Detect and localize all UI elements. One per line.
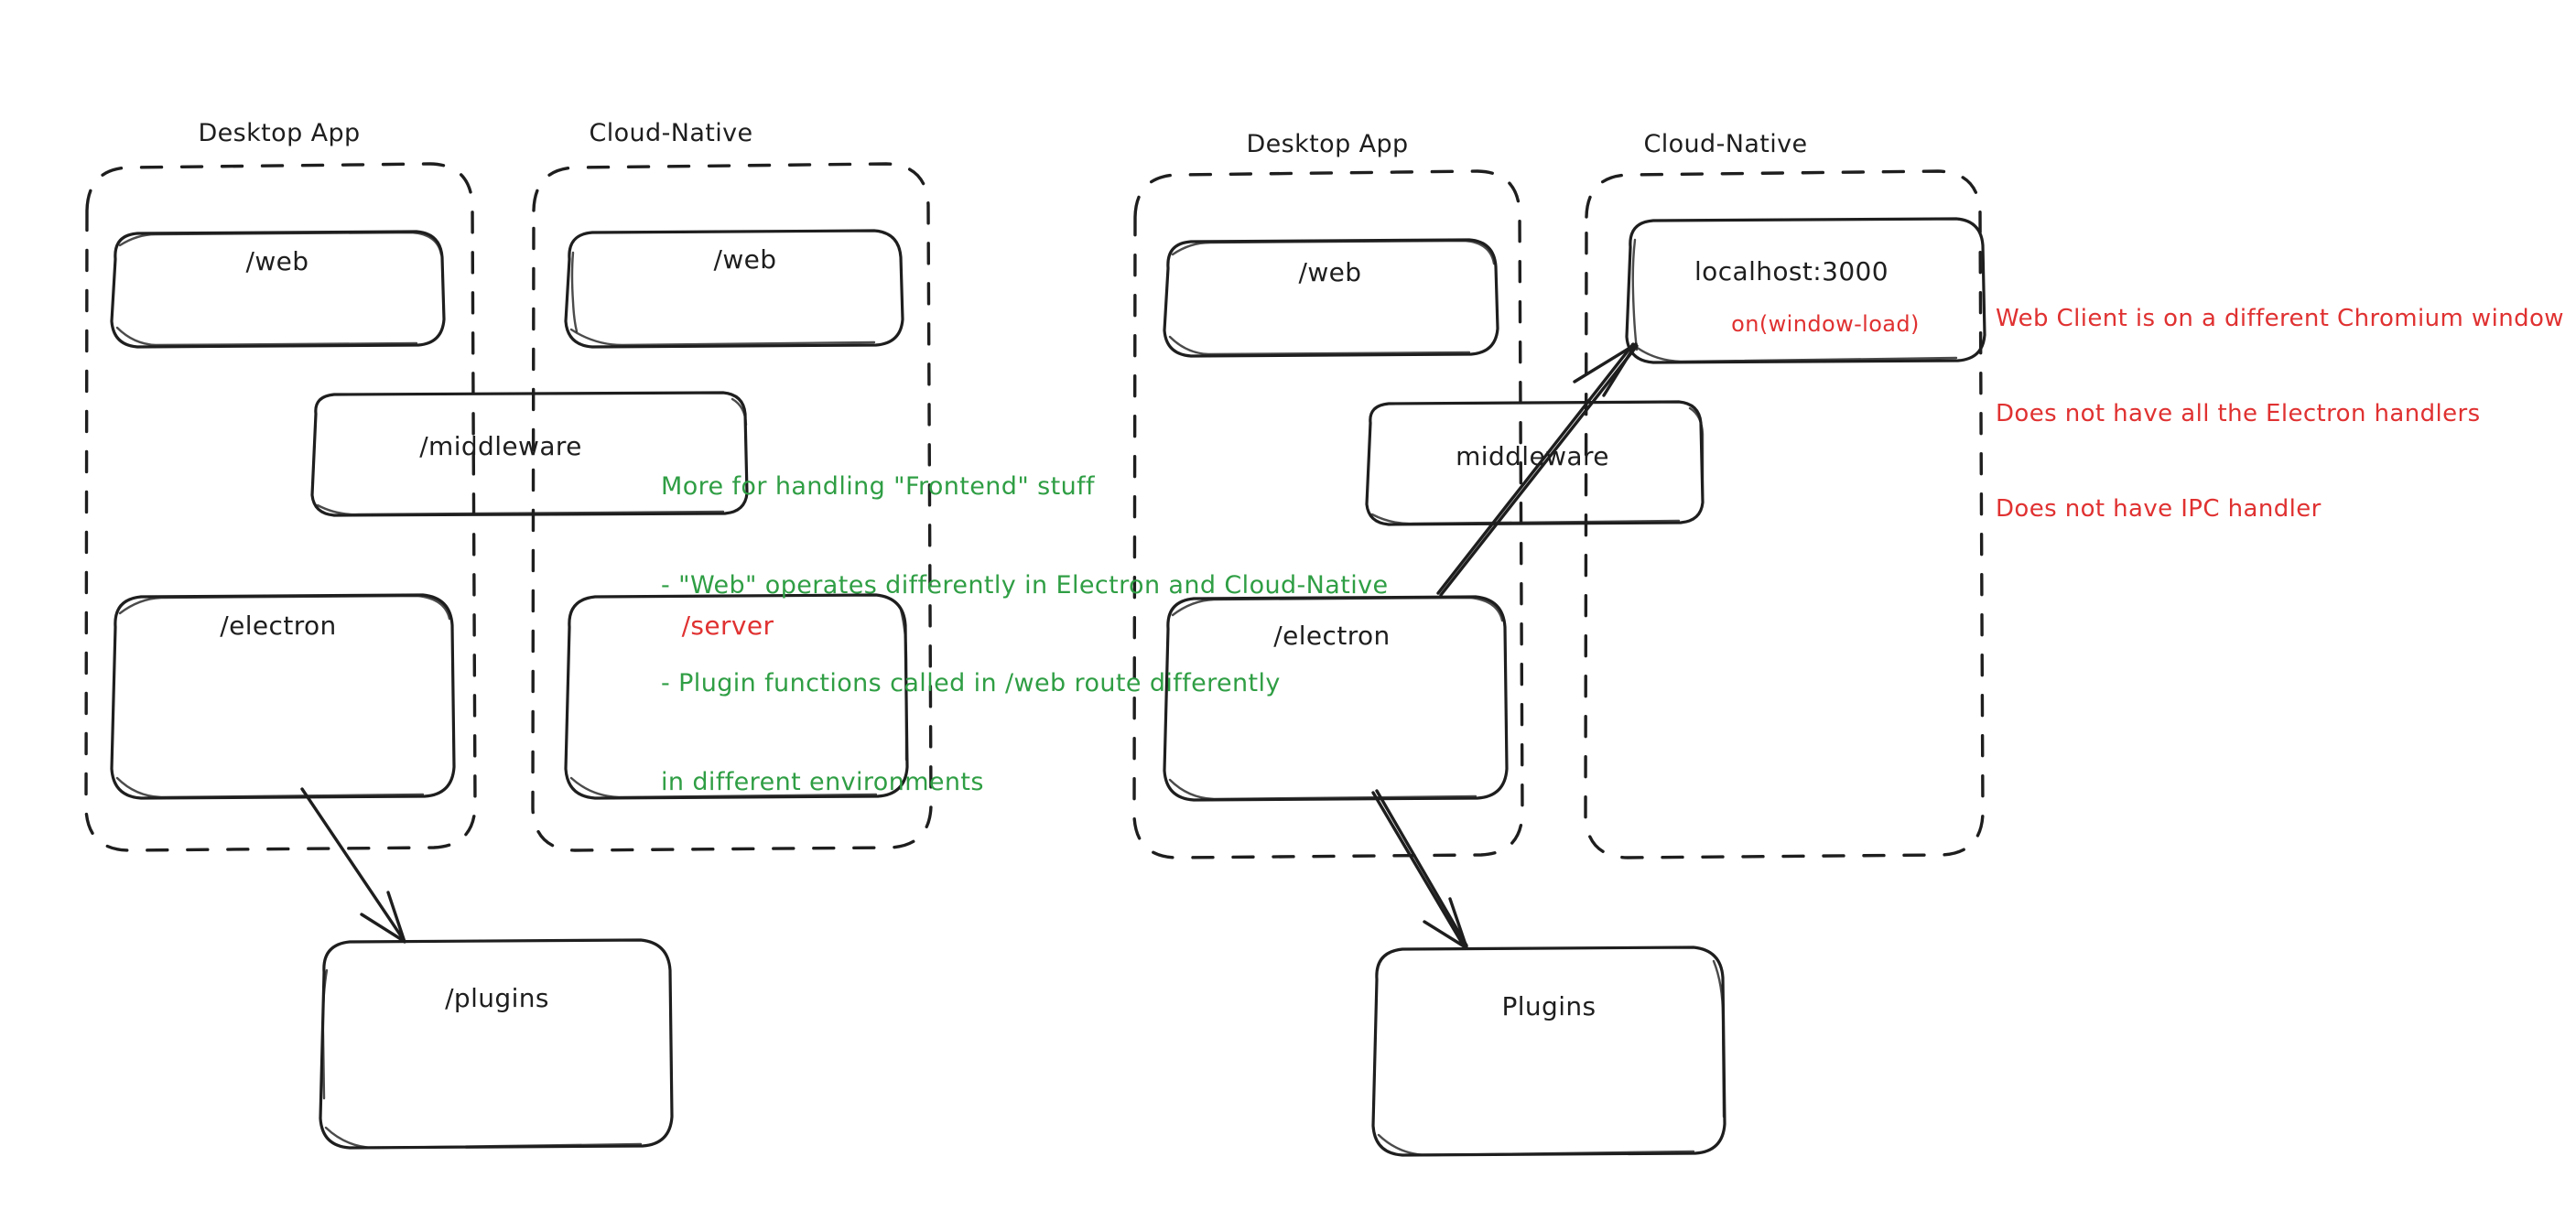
- left-electron-label[interactable]: /electron: [220, 611, 337, 641]
- left-cloud-group-outline: [531, 162, 933, 852]
- right-localhost-shape: [1625, 217, 1986, 364]
- red-note-line-1: Web Client is on a different Chromium wi…: [1996, 305, 2564, 333]
- left-desktop-web-label[interactable]: /web: [245, 246, 309, 276]
- red-note-line-2: Does not have all the Electron handlers: [1996, 399, 2481, 427]
- arrow-left-electron-to-plugins: [300, 787, 406, 944]
- right-middleware-shape: [1365, 400, 1705, 526]
- left-server-shape: [564, 593, 909, 800]
- left-desktop-group-outline: [84, 162, 477, 852]
- right-desktop-group-outline: [1132, 169, 1524, 859]
- arrow-right-electron-to-plugins: [1371, 789, 1468, 949]
- left-electron-shape: [110, 593, 456, 800]
- right-cloud-group-outline: [1584, 169, 1985, 859]
- right-desktop-web-label[interactable]: /web: [1298, 257, 1362, 287]
- green-note-line-1: More for handling "Frontend" stuff: [661, 471, 1095, 501]
- left-cloud-group-label: Cloud-Native: [589, 119, 753, 147]
- left-desktop-web-shape: [110, 230, 446, 349]
- right-cloud-group-label: Cloud-Native: [1643, 130, 1808, 158]
- right-desktop-group-label: Desktop App: [1246, 130, 1409, 158]
- red-note-line-3: Does not have IPC handler: [1996, 494, 2322, 523]
- arrow-right-electron-to-localhost: [1436, 342, 1639, 597]
- right-localhost-label[interactable]: localhost:3000: [1694, 256, 1889, 286]
- left-plugins-label[interactable]: /plugins: [445, 983, 549, 1013]
- green-note-line-3: - Plugin functions called in /web route …: [661, 669, 1281, 698]
- left-plugins-shape: [319, 938, 674, 1150]
- left-server-label[interactable]: /server: [681, 611, 774, 641]
- left-cloud-web-label[interactable]: /web: [713, 244, 777, 275]
- green-note: More for handling "Frontend" stuff - "We…: [661, 405, 1389, 865]
- right-desktop-web-shape: [1163, 238, 1499, 358]
- green-note-line-4: in different environments: [661, 767, 984, 796]
- red-note: Web Client is on a different Chromium wi…: [1996, 240, 2564, 588]
- right-localhost-sublabel: on(window-load): [1731, 311, 1920, 337]
- left-middleware-label[interactable]: /middleware: [419, 431, 582, 461]
- green-note-line-2: - "Web" operates differently in Electron…: [661, 570, 1389, 600]
- left-cloud-web-shape: [564, 229, 904, 349]
- right-electron-shape: [1163, 595, 1509, 802]
- right-plugins-shape: [1371, 946, 1726, 1157]
- right-middleware-label[interactable]: middleware: [1456, 441, 1609, 471]
- left-desktop-group-label: Desktop App: [198, 119, 361, 147]
- right-plugins-label[interactable]: Plugins: [1501, 991, 1596, 1021]
- right-electron-label[interactable]: /electron: [1273, 621, 1391, 651]
- left-middleware-shape: [310, 391, 749, 517]
